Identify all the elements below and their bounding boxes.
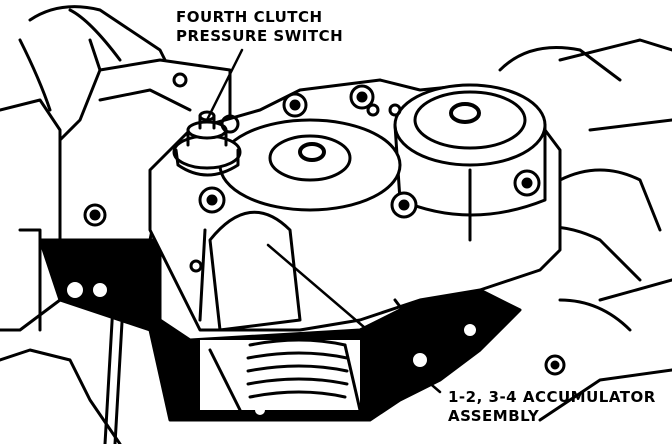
accumulator-label-line-1: 1-2, 3-4 ACCUMULATOR bbox=[448, 388, 656, 406]
fourth-clutch-pressure-switch-label: FOURTH CLUTCH PRESSURE SWITCH bbox=[176, 8, 343, 46]
pressure-switch bbox=[172, 110, 242, 177]
leader-lines bbox=[205, 48, 442, 394]
switch-leader-line bbox=[205, 48, 244, 122]
switch-label-line-2: PRESSURE SWITCH bbox=[176, 27, 344, 45]
accumulator-assembly-label: 1-2, 3-4 ACCUMULATOR ASSEMBLY bbox=[448, 388, 656, 426]
valve-body-housing bbox=[58, 58, 232, 242]
switch-label-line-1: FOURTH CLUTCH bbox=[176, 8, 323, 26]
accumulator-spring bbox=[200, 338, 362, 412]
accumulator-leader-line bbox=[266, 243, 442, 394]
accumulator-label-line-2: ASSEMBLY bbox=[448, 407, 540, 425]
accumulator-body bbox=[148, 78, 562, 332]
